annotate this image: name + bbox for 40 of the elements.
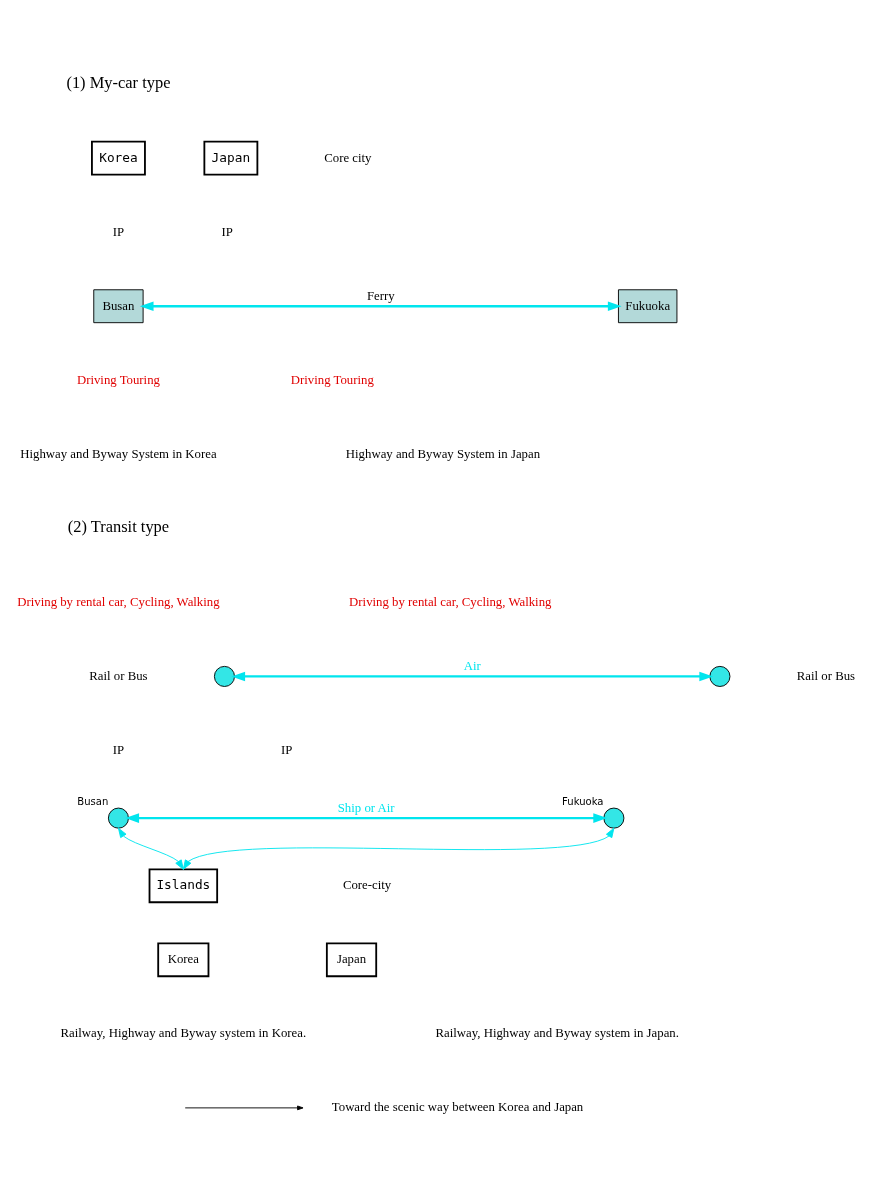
label: Driving Touring xyxy=(76,372,160,387)
label: Driving Touring xyxy=(290,372,374,387)
label: IP xyxy=(221,224,233,239)
node-box: Islands xyxy=(148,867,219,903)
label: (2) Transit type xyxy=(67,516,170,536)
label: IP xyxy=(112,224,125,239)
label: IP xyxy=(280,742,293,757)
label: Highway and Byway System in Japan xyxy=(345,446,541,461)
node-circle xyxy=(107,807,129,829)
label: Core city xyxy=(324,150,372,165)
node-box: Fukuoka xyxy=(618,288,678,323)
node-box: Japan xyxy=(325,941,378,977)
node-box: Korea xyxy=(91,140,146,175)
arrow xyxy=(182,827,615,870)
label: Rail or Bus xyxy=(796,668,856,683)
label: Driving by rental car, Cycling, Walking xyxy=(17,594,220,609)
node-circle xyxy=(709,665,731,687)
edge-label: Ferry xyxy=(366,288,395,303)
edge-label: Air xyxy=(463,658,481,673)
node-circle xyxy=(213,665,235,687)
node-label: Fukuoka xyxy=(562,795,604,807)
label: Core-city xyxy=(342,877,392,892)
label: Railway, Highway and Byway system in Japan. xyxy=(435,1025,679,1040)
label: IP xyxy=(112,742,125,757)
label: (1) My-car type xyxy=(66,72,171,92)
legend-label: Toward the scenic way between Korea and Japan xyxy=(331,1099,584,1114)
arrow xyxy=(139,300,622,311)
label: Highway and Byway System in Korea xyxy=(20,446,217,461)
arrow xyxy=(231,671,714,681)
arrow xyxy=(125,812,608,823)
label: Rail or Bus xyxy=(89,668,148,683)
node-box: Japan xyxy=(203,140,259,175)
arrow xyxy=(118,827,184,870)
label: Driving by rental car, Cycling, Walking xyxy=(349,594,552,609)
node-box: Busan xyxy=(93,288,144,323)
node-box: Korea xyxy=(157,941,210,977)
label: Railway, Highway and Byway system in Korea. xyxy=(60,1025,307,1040)
node-circle xyxy=(603,807,625,829)
edge-label: Ship or Air xyxy=(337,800,395,815)
node-label: Busan xyxy=(77,795,109,807)
